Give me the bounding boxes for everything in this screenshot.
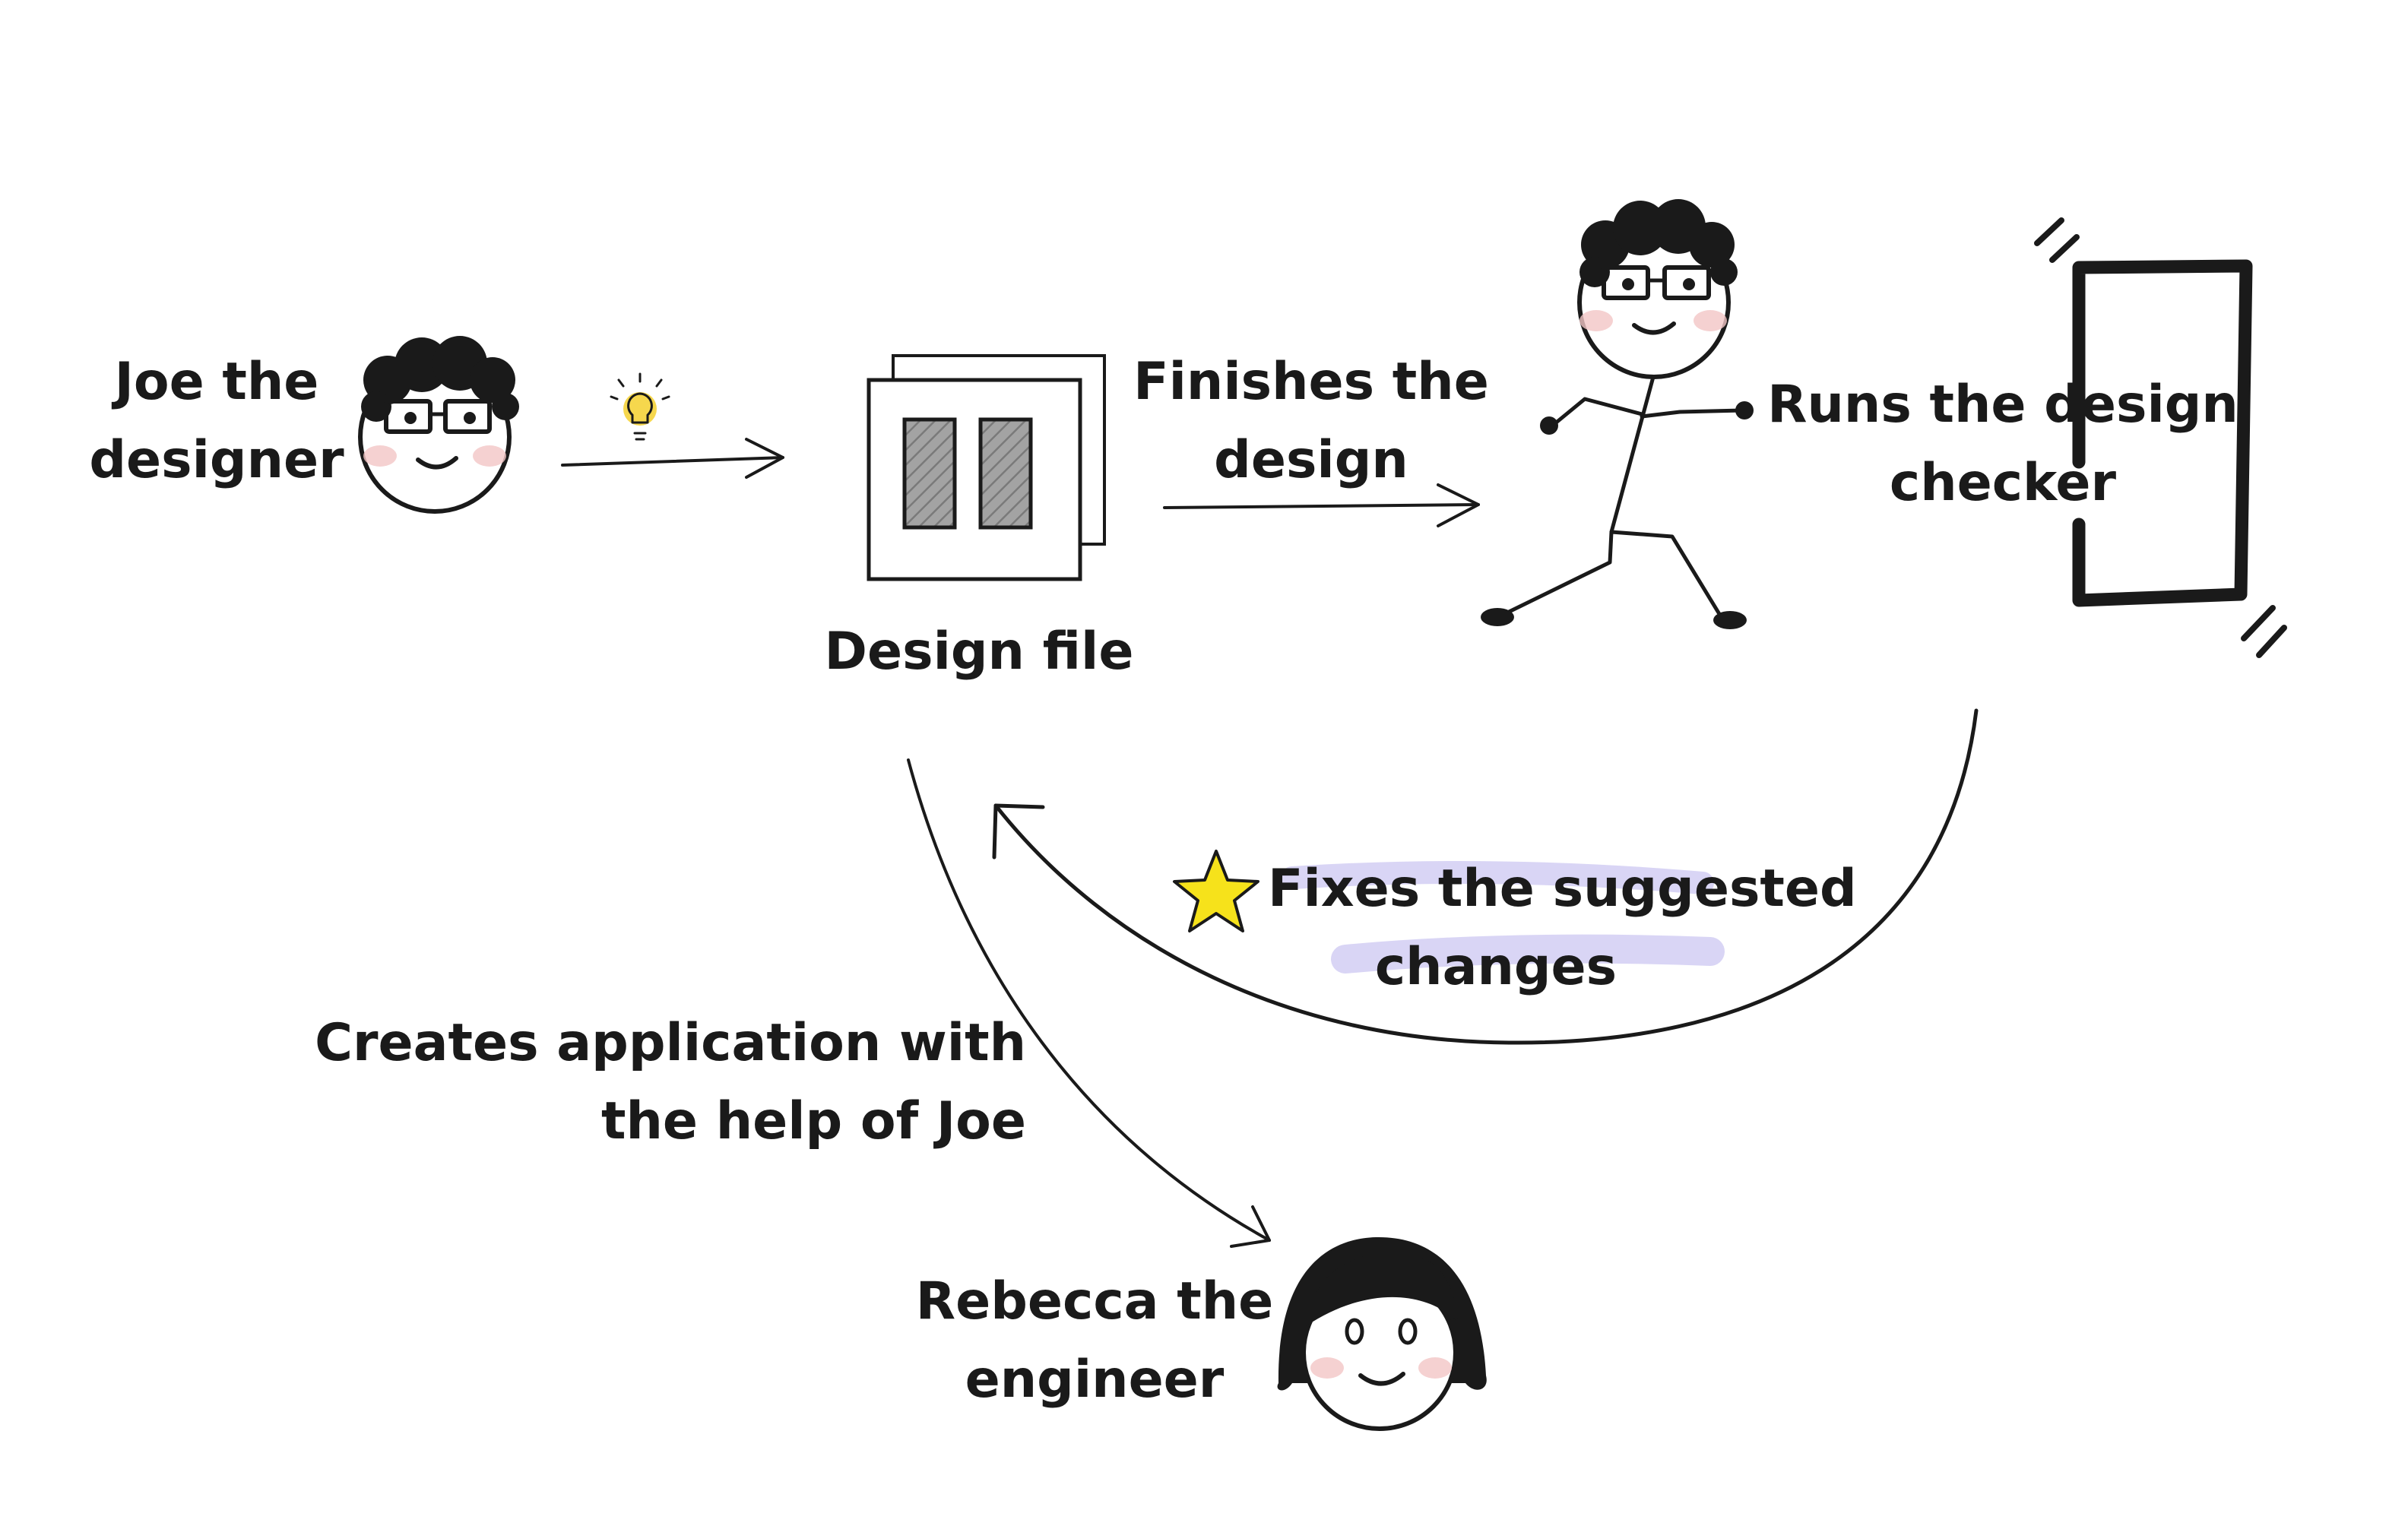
arrow-checker-to-design-file (992, 708, 1979, 1045)
creates-label-line2: the help of Joe (601, 1091, 1026, 1151)
finishes-label-line2: design (1214, 430, 1408, 490)
rebecca-face-icon (1277, 1236, 1487, 1431)
joe-face-icon (358, 336, 519, 514)
fixes-label-line1: Fixes the suggested (1268, 859, 1857, 919)
arrow-design-file-to-rebecca (907, 758, 1271, 1248)
star-icon (1173, 850, 1259, 932)
design-file-icon (867, 354, 1106, 581)
runs-label-line1: Runs the design (1767, 375, 2238, 435)
arrow-design-file-to-runner (1163, 483, 1480, 527)
rebecca-label-line2: engineer (965, 1350, 1225, 1410)
highlight-marker (1281, 860, 1725, 974)
runs-label-line2: checker (1890, 453, 2117, 513)
lightbulb-icon (610, 372, 670, 441)
running-joe-icon (1481, 199, 1754, 629)
joe-label-line1: Joe the (112, 352, 319, 412)
finishes-label-line1: Finishes the (1133, 352, 1489, 412)
design-file-label: Design file (825, 622, 1134, 682)
creates-label-line1: Creates application with (315, 1013, 1026, 1073)
joe-label-line2: designer (89, 430, 344, 490)
rebecca-label-line1: Rebecca the (916, 1271, 1274, 1331)
arrow-joe-to-design-file (561, 438, 784, 479)
fixes-label-line2: changes (1375, 937, 1617, 997)
door-icon (2034, 217, 2287, 658)
